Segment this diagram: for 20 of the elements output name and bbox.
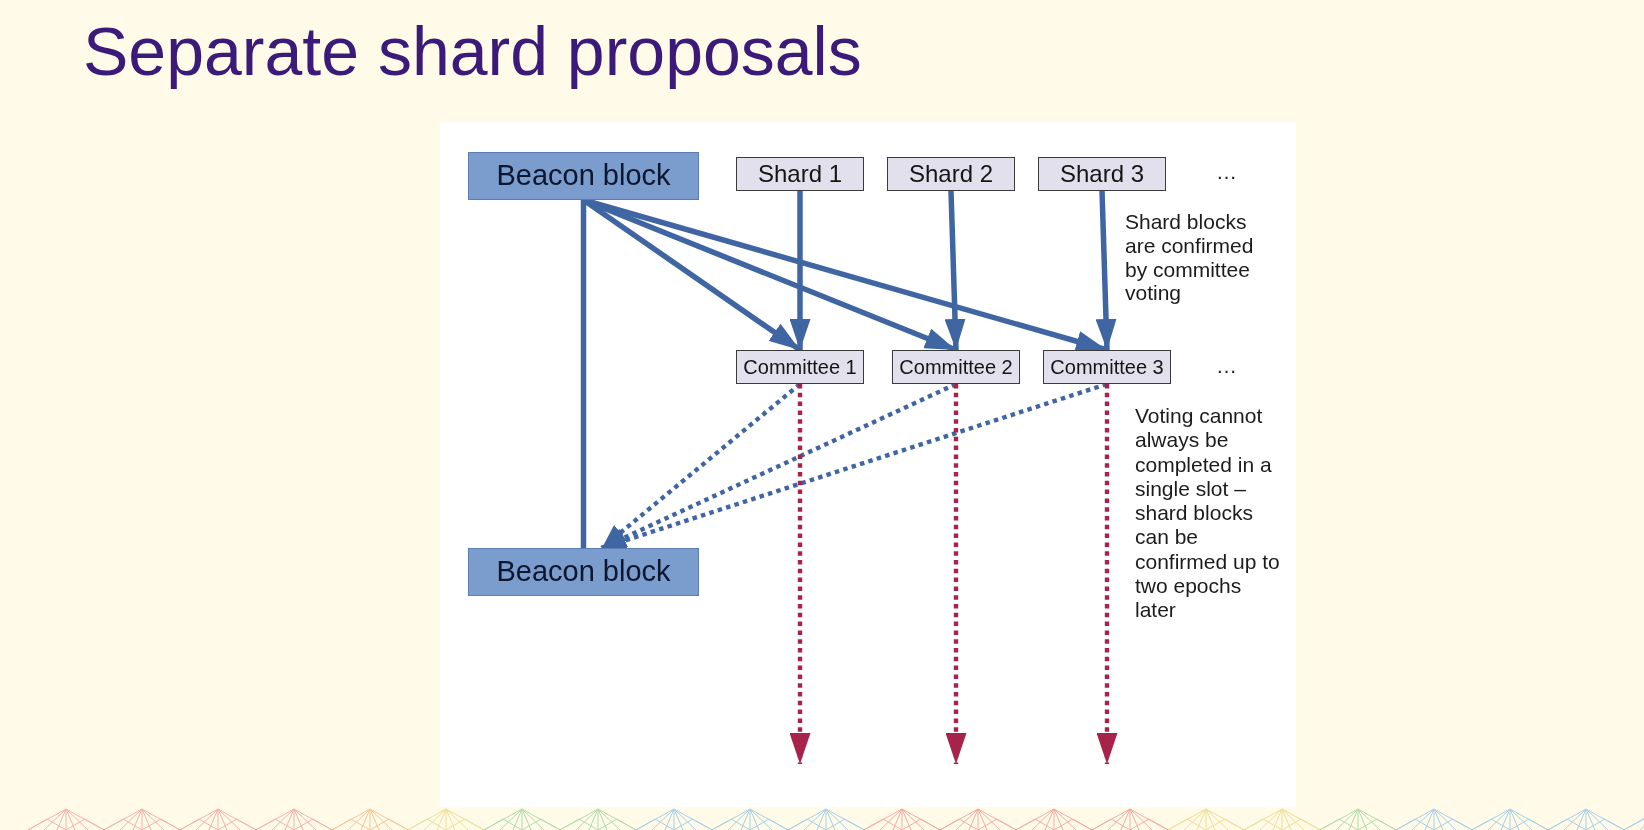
annotation-note: Voting cannot always be completed in a single slot – shard blocks can be confirmed up to two epochs later (1135, 404, 1281, 623)
annotation-note: Shard blocks are confirmed by committee voting (1125, 210, 1255, 306)
dotted-arrow (945, 384, 967, 764)
shard-box: Shard 3 (1038, 157, 1166, 191)
connector-line (580, 200, 587, 548)
committee-box: Committee 2 (892, 350, 1020, 384)
ellipsis: … (1216, 354, 1237, 378)
arrow (1095, 190, 1117, 351)
committee-box: Committee 1 (736, 350, 864, 384)
beacon-block: Beacon block (468, 152, 699, 200)
shard-box: Shard 1 (736, 157, 864, 191)
dotted-arrow (601, 382, 957, 550)
committee-box: Committee 3 (1043, 350, 1171, 384)
shard-box: Shard 2 (887, 157, 1015, 191)
arrow (944, 190, 966, 351)
beacon-block: Beacon block (468, 548, 699, 596)
dotted-arrow (789, 384, 811, 764)
dotted-arrow (1096, 384, 1118, 764)
ellipsis: … (1216, 160, 1237, 184)
arrow (789, 191, 811, 350)
